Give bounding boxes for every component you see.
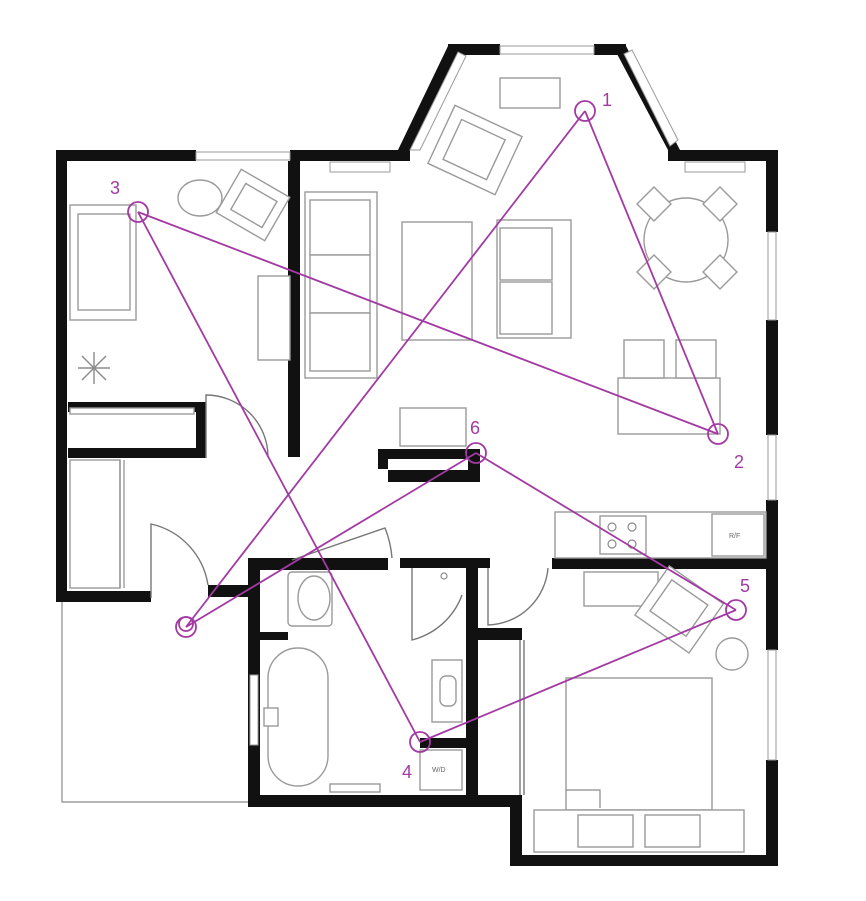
node-4-marker [409, 731, 431, 753]
living-room-furniture [304, 77, 738, 447]
node-5-label: 5 [740, 576, 750, 596]
washer-label: W/D [432, 767, 446, 774]
node-1-marker [574, 100, 596, 122]
node-2-marker [707, 423, 729, 445]
network-overlay: 1 2 3 4 5 6 [110, 90, 750, 782]
node-6-marker [465, 442, 487, 464]
node-2-label: 2 [734, 452, 744, 472]
connection-line [584, 110, 719, 435]
hall-furniture [69, 459, 125, 589]
node-6-label: 6 [470, 418, 480, 438]
node-3-marker [127, 201, 149, 223]
bedroom-left-furniture [69, 168, 291, 415]
walls [56, 44, 778, 866]
doors [150, 394, 549, 795]
kitchen-counter: R/F [554, 511, 767, 559]
connection-line [419, 609, 737, 743]
plant-icon [78, 352, 110, 384]
connection-line [137, 211, 719, 435]
node-4-label: 4 [402, 762, 412, 782]
connection-line [185, 110, 586, 628]
windows [195, 45, 777, 761]
node-7-marker-inner [178, 616, 194, 632]
connection-line [137, 211, 421, 743]
connection-line [185, 452, 477, 628]
fridge-label: R/F [729, 533, 740, 540]
node-3-label: 3 [110, 178, 120, 198]
patio-outline [61, 598, 250, 803]
bathroom-fixtures: W/D [263, 571, 463, 793]
connection-line [475, 452, 737, 611]
bedroom-right-furniture [533, 564, 749, 853]
node-5-marker [725, 599, 747, 621]
node-1-label: 1 [602, 90, 612, 110]
